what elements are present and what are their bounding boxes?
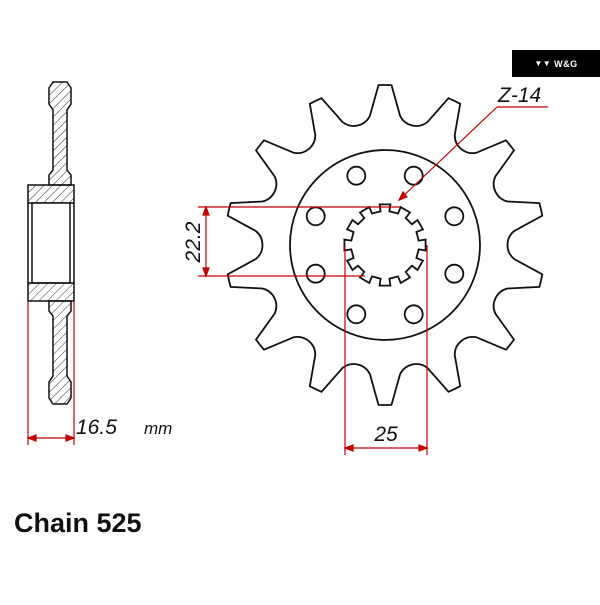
- bolt-hole: [444, 263, 465, 284]
- spline-width-dimension: [343, 245, 429, 455]
- spline-width-value: 25: [373, 423, 398, 446]
- sprocket-front-view: [226, 84, 544, 406]
- logo-icon: ▼▼: [534, 59, 552, 68]
- brand-logo: ▼▼ W&G: [512, 50, 600, 77]
- bolt-hole: [346, 304, 367, 325]
- hub-circle: [289, 149, 481, 341]
- hub-bottom-section: [27, 282, 75, 302]
- teeth-leader: [397, 106, 548, 202]
- bolt-hole: [403, 165, 424, 186]
- hub-bore: [31, 202, 71, 284]
- bolt-hole-group: [305, 165, 465, 325]
- thickness-unit: mm: [144, 419, 172, 438]
- bolt-hole: [305, 206, 326, 227]
- bore-dimension: [198, 205, 400, 278]
- thickness-dimension: [26, 301, 76, 445]
- spline-bore: [343, 203, 427, 287]
- thickness-value: 16.5: [76, 416, 117, 439]
- teeth-count-label: Z-14: [497, 84, 541, 107]
- bolt-hole: [403, 304, 424, 325]
- bore-height-value: 22.2: [182, 221, 205, 263]
- lower-tooth-section: [48, 300, 72, 405]
- bolt-hole: [305, 263, 326, 284]
- logo-text: W&G: [554, 58, 578, 69]
- bolt-hole: [346, 165, 367, 186]
- chain-caption: Chain 525: [14, 508, 142, 538]
- hub-top-section: [27, 184, 75, 204]
- sprocket-outline: [226, 84, 544, 406]
- bolt-hole: [444, 206, 465, 227]
- upper-tooth-section: [48, 81, 72, 186]
- side-profile: [27, 81, 75, 405]
